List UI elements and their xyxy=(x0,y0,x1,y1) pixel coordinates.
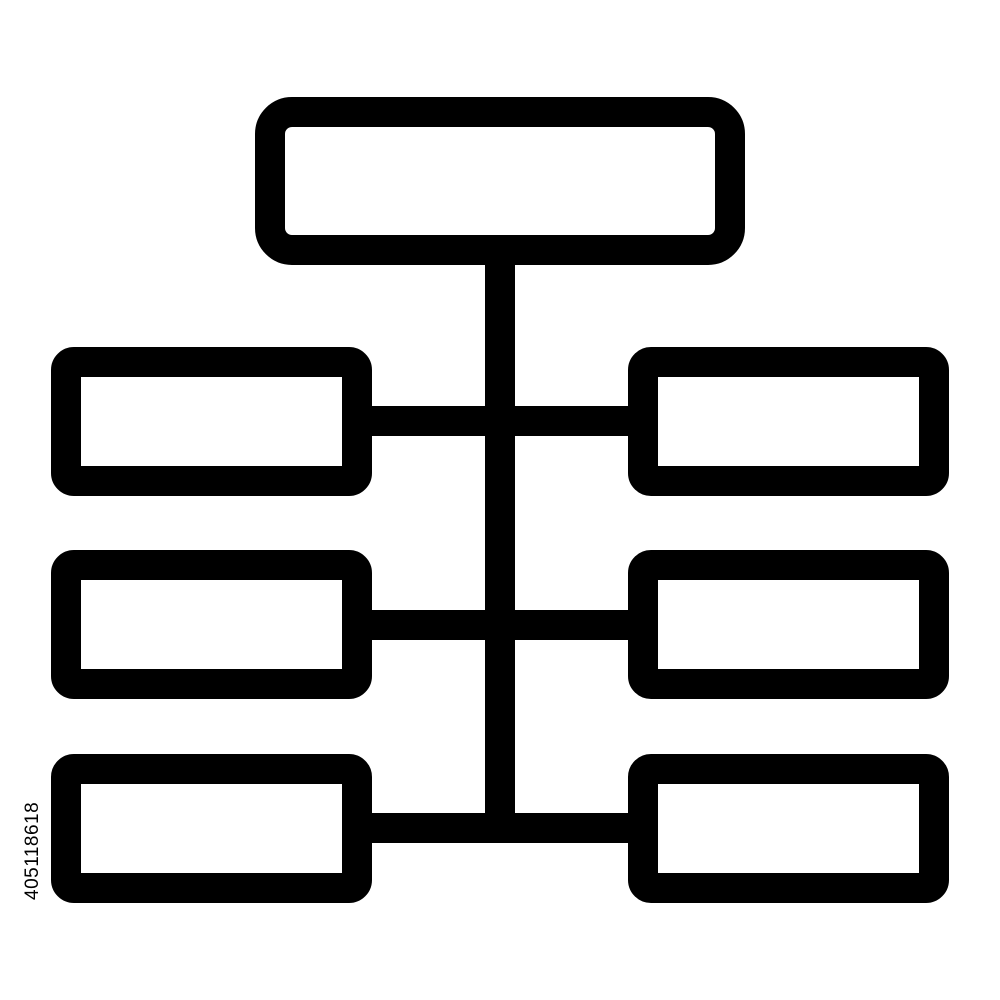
child-node-left-2 xyxy=(51,550,372,699)
root-node-box xyxy=(255,97,745,265)
child-node-left-1 xyxy=(51,347,372,496)
stock-id-text: 405118618 xyxy=(22,801,43,900)
child-node-right-3 xyxy=(628,754,949,903)
child-node-right-2 xyxy=(628,550,949,699)
child-node-left-3 xyxy=(51,754,372,903)
child-node-right-1 xyxy=(628,347,949,496)
